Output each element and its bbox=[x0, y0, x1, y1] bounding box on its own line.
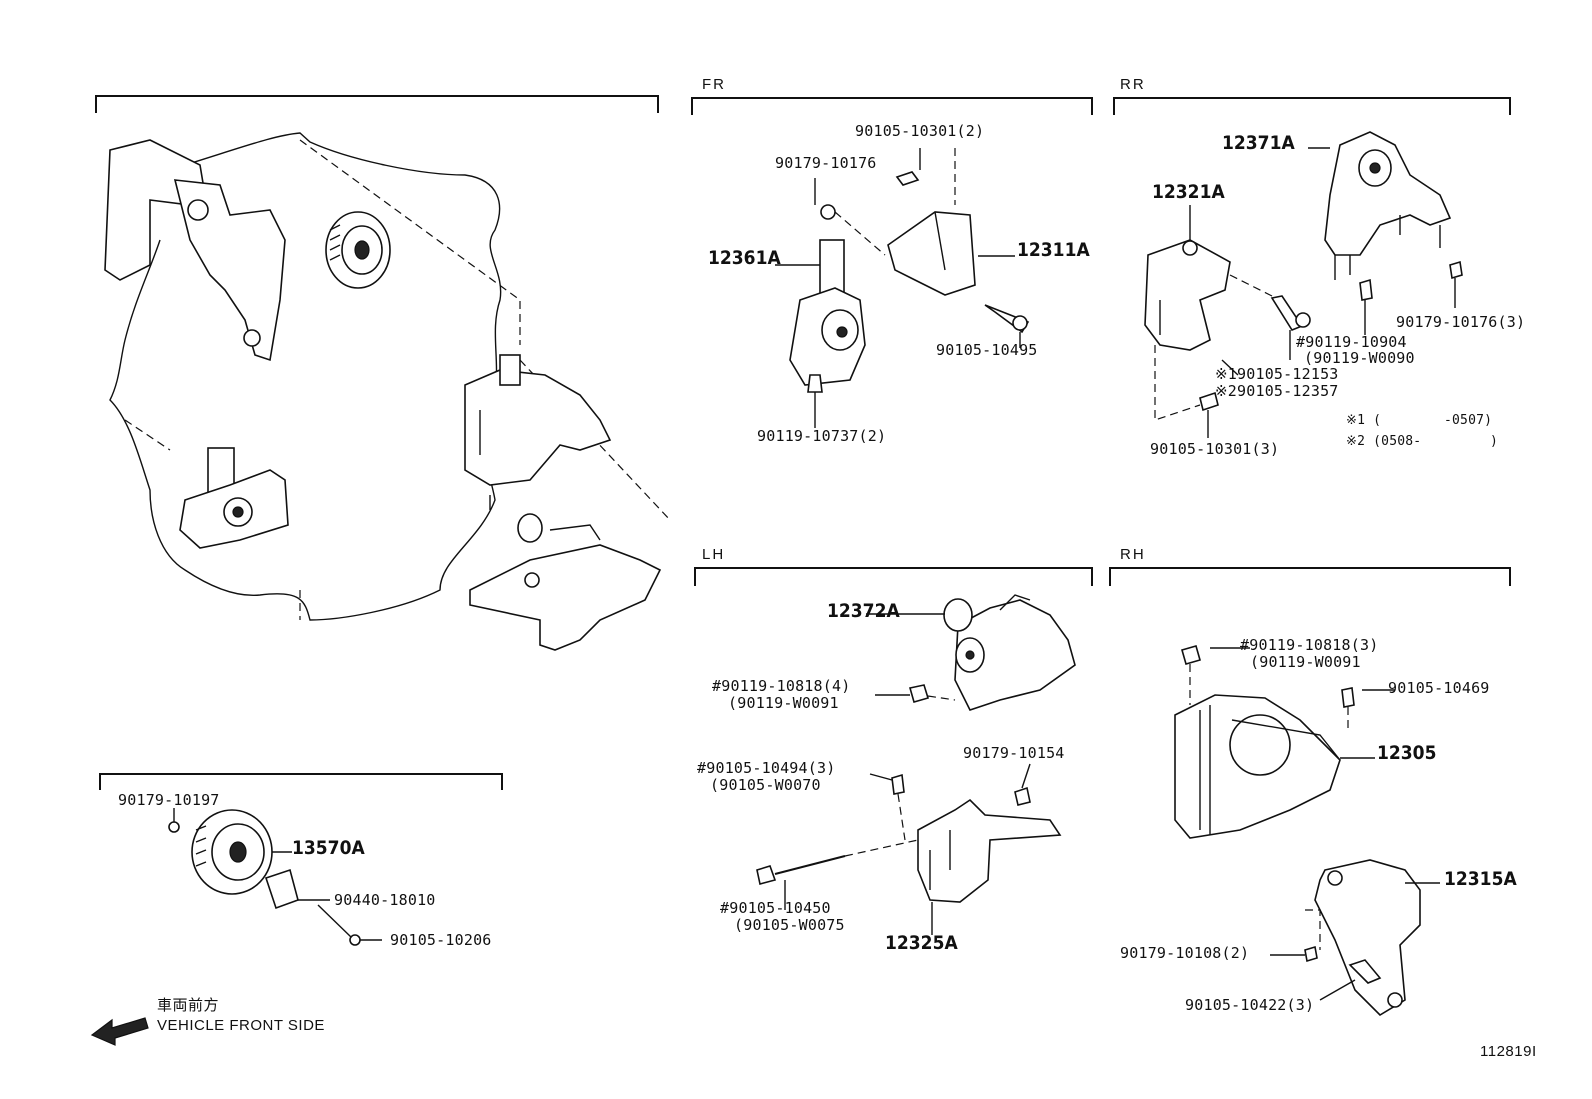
fr-group-art bbox=[775, 148, 1030, 428]
part-label-pulley-nut[interactable]: 90179-10197 bbox=[118, 791, 220, 809]
part-label-rh-insulator[interactable]: 12305 bbox=[1377, 742, 1437, 764]
fr-bracket bbox=[691, 97, 1093, 115]
part-label-rr-note2[interactable]: ※290105-12357 bbox=[1215, 382, 1339, 400]
overview-lh-mount bbox=[179, 447, 289, 549]
legend-note2-mark: ※2 (0508- bbox=[1346, 434, 1422, 449]
overview-bracket bbox=[95, 95, 659, 113]
overview-fr-mount bbox=[104, 139, 286, 362]
part-label-rr-bolt-a[interactable]: #90119-10904 bbox=[1296, 333, 1407, 351]
vehicle-front-arrow-icon bbox=[90, 1017, 149, 1046]
legend-note2-close: ) bbox=[1490, 434, 1499, 449]
rr-group-art bbox=[1144, 131, 1463, 438]
part-label-rr-insulator[interactable]: 12371A bbox=[1222, 132, 1295, 154]
lh-group-art bbox=[756, 594, 1076, 935]
part-label-fr-bracket[interactable]: 12311A bbox=[1017, 239, 1090, 261]
part-label-pulley[interactable]: 13570A bbox=[292, 837, 365, 859]
part-label-rh-bolt-c[interactable]: 90105-10422(3) bbox=[1185, 996, 1315, 1014]
part-label-fr-bolt-side[interactable]: 90105-10495 bbox=[936, 341, 1038, 359]
overview-rh-mount bbox=[469, 513, 662, 651]
part-label-lh-bracket[interactable]: 12325A bbox=[885, 932, 958, 954]
part-label-fr-bolt-bottom[interactable]: 90119-10737(2) bbox=[757, 427, 887, 445]
part-label-rr-note1[interactable]: ※190105-12153 bbox=[1215, 365, 1339, 383]
part-label-lh-nut[interactable]: 90179-10154 bbox=[963, 744, 1065, 762]
overview-pulley bbox=[325, 211, 391, 289]
legend-note1-range: -0507) bbox=[1444, 413, 1493, 428]
figure-id: 112819I bbox=[1480, 1043, 1537, 1060]
direction-label-en: VEHICLE FRONT SIDE bbox=[157, 1017, 325, 1034]
pulley-bracket bbox=[99, 773, 503, 790]
part-label-lh-bolt-a[interactable]: #90119-10818(4) bbox=[712, 677, 851, 695]
part-label-lh-bolt-b-alt[interactable]: (90105-W0070 bbox=[710, 776, 821, 794]
section-lh-title: LH bbox=[702, 546, 726, 563]
part-label-pulley-bolt[interactable]: 90105-10206 bbox=[390, 931, 492, 949]
section-fr-title: FR bbox=[702, 76, 726, 93]
legend-note1-mark: ※1 ( bbox=[1346, 413, 1382, 428]
part-label-rr-bracket[interactable]: 12321A bbox=[1152, 181, 1225, 203]
part-label-rh-bolt-b[interactable]: 90105-10469 bbox=[1388, 679, 1490, 697]
part-label-rr-bolt-bottom[interactable]: 90105-10301(3) bbox=[1150, 440, 1280, 458]
section-rr-title: RR bbox=[1120, 76, 1146, 93]
overview-rr-mount bbox=[464, 354, 612, 510]
part-label-rh-nut[interactable]: 90179-10108(2) bbox=[1120, 944, 1250, 962]
section-brackets bbox=[95, 95, 1511, 790]
part-label-rh-bolt-a[interactable]: #90119-10818(3) bbox=[1240, 636, 1379, 654]
part-label-fr-nut[interactable]: 90179-10176 bbox=[775, 154, 877, 172]
pulley-group-art bbox=[168, 808, 382, 946]
rr-bracket bbox=[1113, 97, 1511, 115]
part-label-rh-bolt-a-alt[interactable]: (90119-W0091 bbox=[1250, 653, 1361, 671]
part-label-fr-bolt-top[interactable]: 90105-10301(2) bbox=[855, 122, 985, 140]
part-label-lh-bolt-a-alt[interactable]: (90119-W0091 bbox=[728, 694, 839, 712]
part-label-rr-bolt-a-alt[interactable]: (90119-W0090 bbox=[1304, 349, 1415, 367]
section-rh-title: RH bbox=[1120, 546, 1146, 563]
engine-outline bbox=[104, 132, 671, 651]
part-label-fr-insulator[interactable]: 12361A bbox=[708, 247, 781, 269]
part-label-pulley-collar[interactable]: 90440-18010 bbox=[334, 891, 436, 909]
part-label-rr-nut[interactable]: 90179-10176(3) bbox=[1396, 313, 1526, 331]
lh-bracket bbox=[694, 567, 1093, 586]
part-label-rh-bracket[interactable]: 12315A bbox=[1444, 868, 1517, 890]
part-label-lh-bolt-c-alt[interactable]: (90105-W0075 bbox=[734, 916, 845, 934]
rh-group-art bbox=[1174, 645, 1440, 1017]
part-label-lh-insulator[interactable]: 12372A bbox=[827, 600, 900, 622]
rh-bracket bbox=[1109, 567, 1511, 586]
part-label-lh-bolt-c[interactable]: #90105-10450 bbox=[720, 899, 831, 917]
part-label-lh-bolt-b[interactable]: #90105-10494(3) bbox=[697, 759, 836, 777]
direction-label-jp: 車両前方 bbox=[157, 997, 220, 1014]
